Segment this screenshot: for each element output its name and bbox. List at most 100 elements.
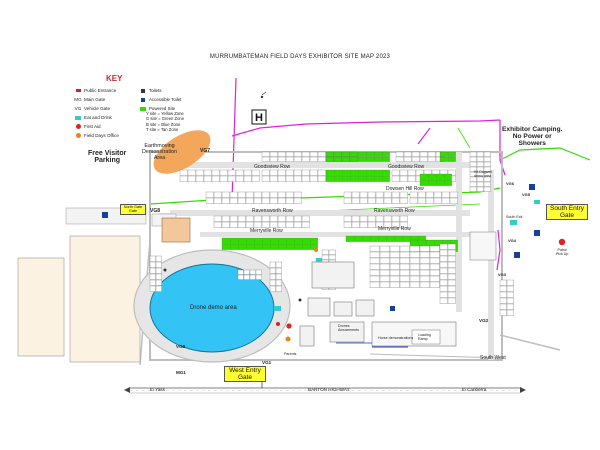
site-block bbox=[469, 151, 477, 157]
site-block bbox=[219, 169, 228, 176]
site-block bbox=[409, 245, 420, 252]
site-block bbox=[379, 257, 390, 264]
powered-site bbox=[385, 235, 394, 242]
site-block bbox=[476, 166, 484, 172]
site-block bbox=[427, 156, 436, 162]
powered-site bbox=[253, 243, 262, 250]
site-block bbox=[403, 151, 412, 157]
boundary-line bbox=[417, 127, 431, 145]
site-block bbox=[367, 197, 376, 204]
site-block bbox=[375, 191, 384, 198]
powered-site bbox=[401, 235, 410, 242]
horse-demos-label: Horse demonstrations bbox=[378, 336, 414, 340]
powered-site bbox=[277, 237, 286, 244]
site-block bbox=[237, 215, 246, 222]
site-block bbox=[439, 279, 448, 286]
powered-site bbox=[409, 239, 418, 246]
site-block bbox=[379, 245, 390, 252]
site-block bbox=[237, 197, 246, 204]
road bbox=[456, 152, 462, 312]
site-block bbox=[317, 175, 326, 182]
site-block bbox=[439, 249, 448, 256]
site-block bbox=[476, 171, 484, 177]
site-block bbox=[429, 281, 440, 288]
powered-site bbox=[229, 243, 238, 250]
eat-drink bbox=[534, 200, 540, 204]
site-block bbox=[343, 191, 352, 198]
key-label: Eat and Drink bbox=[84, 115, 112, 120]
site-block bbox=[245, 197, 254, 204]
site-block bbox=[301, 151, 310, 157]
site-block bbox=[253, 191, 262, 198]
site-block bbox=[483, 161, 491, 167]
site-block bbox=[383, 215, 392, 222]
site-block bbox=[269, 191, 278, 198]
site-block bbox=[499, 291, 507, 298]
site-block bbox=[285, 197, 294, 204]
map-title: MURRUMBATEMAN FIELD DAYS EXHIBITOR SITE … bbox=[209, 54, 391, 60]
site-block bbox=[261, 175, 270, 182]
site-block bbox=[395, 156, 404, 162]
powered-site bbox=[447, 156, 456, 162]
earthmoving-area bbox=[153, 130, 211, 174]
site-block bbox=[369, 263, 380, 270]
site-block bbox=[433, 191, 442, 198]
powered-site bbox=[237, 237, 246, 244]
site-block bbox=[391, 197, 400, 204]
site-block bbox=[285, 175, 294, 182]
accessible-toilet-icon bbox=[514, 252, 520, 258]
powered-site bbox=[443, 173, 452, 180]
powered-site bbox=[369, 235, 378, 242]
south-entry-gate-label: South Entry Gate bbox=[546, 204, 588, 220]
to-yass-label: to Yass bbox=[150, 387, 165, 392]
office-icon bbox=[314, 248, 318, 252]
powered-site bbox=[301, 243, 310, 250]
site-block bbox=[399, 269, 410, 276]
site-block bbox=[399, 251, 410, 258]
site-block bbox=[409, 197, 418, 204]
site-block bbox=[229, 221, 238, 228]
powered-site bbox=[325, 156, 334, 162]
site-block bbox=[367, 221, 376, 228]
powered-site bbox=[435, 179, 444, 186]
powered-site bbox=[425, 239, 434, 246]
site-block bbox=[447, 169, 456, 176]
site-block bbox=[301, 169, 310, 176]
road-label: Merryville Row bbox=[250, 228, 283, 234]
boundary-line bbox=[496, 229, 501, 271]
powered-site bbox=[285, 243, 294, 250]
site-block bbox=[243, 169, 252, 176]
site-block bbox=[369, 251, 380, 258]
site-block bbox=[277, 191, 286, 198]
powered-site bbox=[293, 243, 302, 250]
site-block bbox=[469, 156, 477, 162]
site-block bbox=[155, 279, 162, 286]
site-block bbox=[506, 309, 514, 316]
road-south-west bbox=[369, 353, 501, 359]
site-block bbox=[379, 281, 390, 288]
site-block bbox=[439, 267, 448, 274]
accessible-toilet-icon bbox=[102, 212, 108, 218]
site-block bbox=[447, 243, 456, 250]
powered-site bbox=[325, 175, 334, 182]
public-entrance-icon bbox=[163, 268, 167, 272]
site-block bbox=[407, 169, 416, 176]
site-block bbox=[399, 197, 408, 204]
site-block bbox=[439, 291, 448, 298]
arrow-marker-icon bbox=[261, 91, 267, 96]
site-block bbox=[389, 281, 400, 288]
site-block bbox=[439, 273, 448, 280]
zone-item: T site = Tan Zone bbox=[146, 127, 179, 133]
powered-site bbox=[365, 151, 374, 157]
site-block bbox=[399, 245, 410, 252]
road-label: South West bbox=[480, 355, 506, 361]
site-block bbox=[389, 245, 400, 252]
powered-site bbox=[245, 237, 254, 244]
west-entry-gate-label: West Entry Gate bbox=[224, 366, 266, 382]
site-block bbox=[449, 191, 458, 198]
site-block bbox=[243, 269, 250, 275]
site-block bbox=[149, 255, 156, 262]
site-block bbox=[439, 255, 448, 262]
site-block bbox=[293, 169, 302, 176]
